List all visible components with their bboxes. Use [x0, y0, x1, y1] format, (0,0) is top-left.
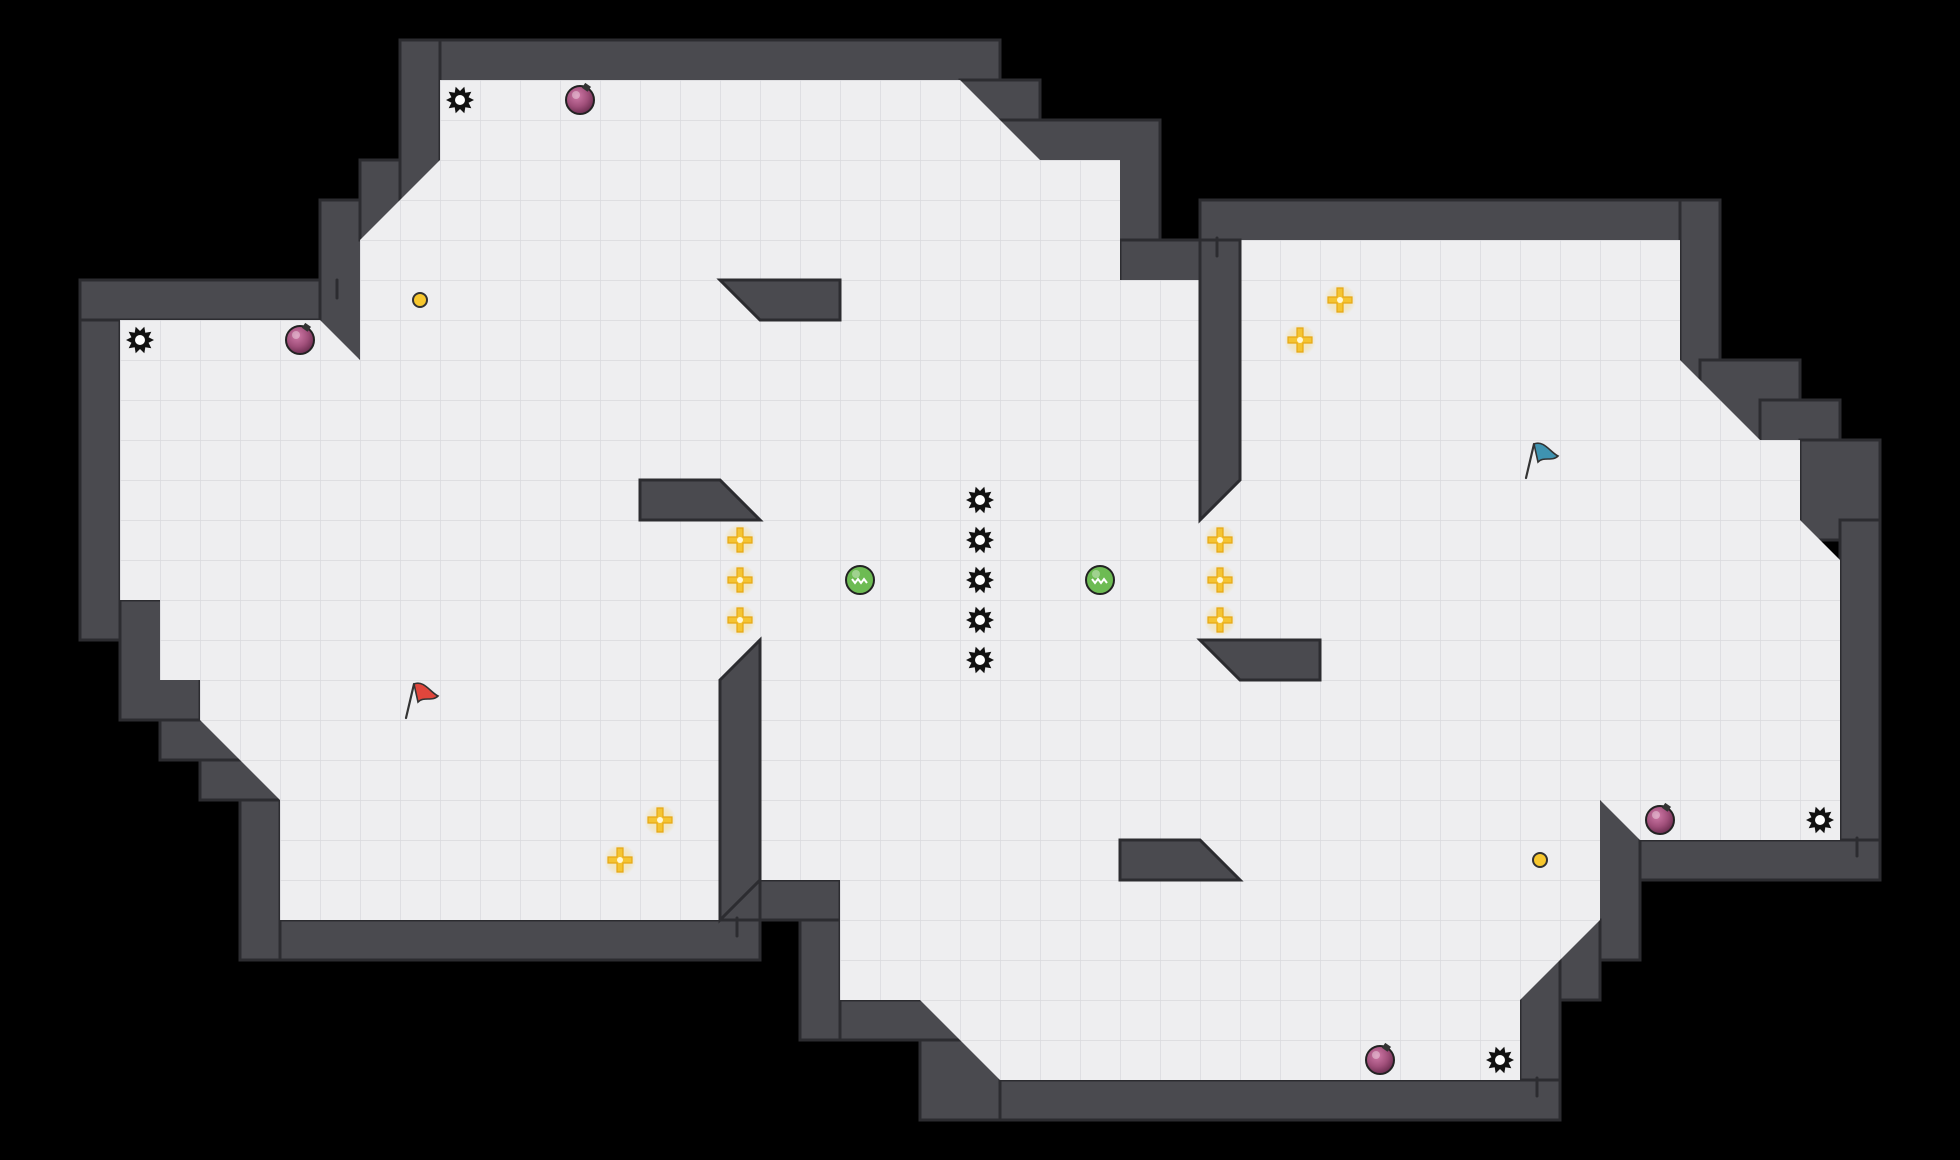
- bomb-icon: [1365, 1042, 1395, 1075]
- blue-flag-icon: [1524, 442, 1560, 480]
- boost-icon: [724, 564, 756, 596]
- spike-icon: [1806, 806, 1834, 834]
- spike-icon: [446, 86, 474, 114]
- bomb-icon: [1645, 802, 1675, 835]
- boost-icon: [1284, 324, 1316, 356]
- wall-obstacle: [638, 478, 764, 522]
- wall-obstacle: [716, 278, 842, 322]
- spike-icon: [1486, 1046, 1514, 1074]
- powerup-icon: [845, 565, 875, 595]
- boost-icon: [644, 804, 676, 836]
- boost-icon: [724, 604, 756, 636]
- spike-icon: [966, 486, 994, 514]
- bomb-icon: [285, 322, 315, 355]
- boost-icon: [1204, 524, 1236, 556]
- bomb-icon: [565, 82, 595, 115]
- wall-obstacle: [1198, 238, 1242, 524]
- boost-icon: [1204, 604, 1236, 636]
- wall-obstacle: [1118, 838, 1244, 882]
- red-flag-icon: [404, 682, 440, 720]
- coin-icon: [1532, 852, 1548, 868]
- coin-icon: [412, 292, 428, 308]
- wall-obstacle: [718, 636, 762, 924]
- spike-icon: [966, 606, 994, 634]
- spike-icon: [966, 646, 994, 674]
- wall-obstacle: [1196, 638, 1322, 682]
- powerup-icon: [1085, 565, 1115, 595]
- spike-icon: [126, 326, 154, 354]
- boost-icon: [724, 524, 756, 556]
- spike-icon: [966, 526, 994, 554]
- boost-icon: [604, 844, 636, 876]
- spike-icon: [966, 566, 994, 594]
- boost-icon: [1204, 564, 1236, 596]
- boost-icon: [1324, 284, 1356, 316]
